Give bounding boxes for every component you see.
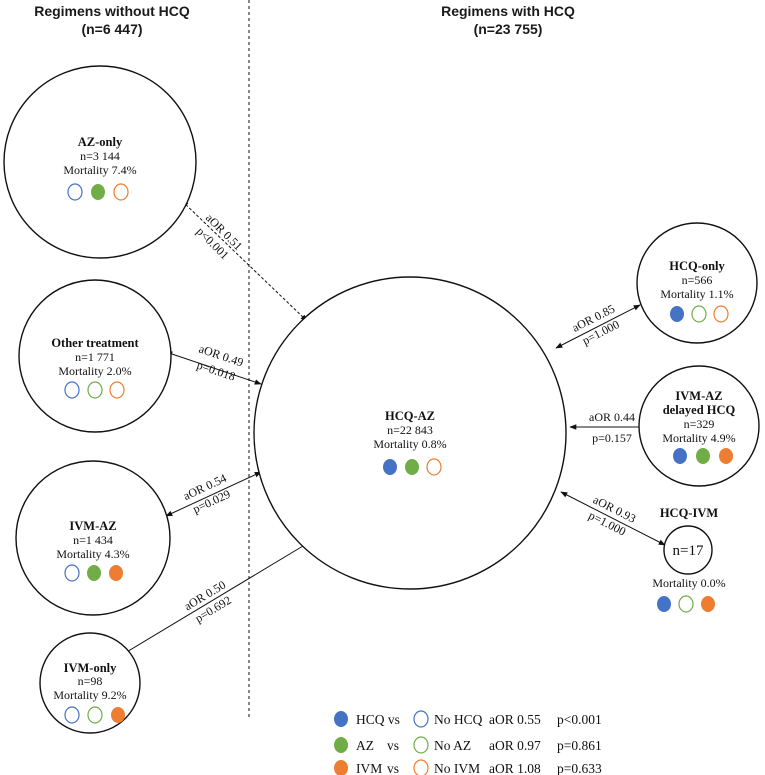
node-hcq-ivm: HCQ-IVM n=17 Mortality 0.0% — [652, 506, 726, 613]
node-hcq-only: HCQ-only n=566 Mortality 1.1% — [636, 222, 758, 344]
hcq-open-dot — [64, 564, 80, 582]
legend-ivm-neg: No IVM — [434, 761, 480, 775]
legend-az-open-dot — [413, 736, 429, 754]
hcq-az-title: HCQ-AZ — [385, 409, 435, 423]
ivm-az-mortality: Mortality 4.3% — [56, 547, 129, 561]
connector-ivm-az — [165, 471, 262, 517]
ivm-az-delayed-n: n=329 — [684, 417, 715, 431]
node-other-treatment: Other treatment n=1 771 Mortality 2.0% — [18, 279, 172, 433]
legend-ivm-open-dot — [413, 759, 429, 775]
az-open-dot — [87, 381, 103, 399]
other-title: Other treatment — [51, 336, 139, 350]
ivm-az-delayed-p: p=0.157 — [592, 431, 632, 445]
left-header-title: Regimens without HCQ — [34, 3, 190, 19]
az-only-n: n=3 144 — [80, 149, 120, 163]
legend-az-aor: aOR 0.97 — [489, 738, 541, 753]
legend: HCQ vs No HCQ aOR 0.55 p<0.001 AZ vs No … — [334, 710, 602, 775]
ivm-az-title: IVM-AZ — [69, 519, 116, 533]
node-az-only: AZ-only n=3 144 Mortality 7.4% — [3, 65, 197, 259]
ivm-only-n: n=98 — [78, 674, 103, 688]
legend-ivm-p: p=0.633 — [557, 761, 602, 775]
ivm-filled-dot — [111, 707, 125, 723]
ivm-az-delayed-title2: delayed HCQ — [663, 403, 736, 417]
connector-hcq-ivm — [560, 491, 666, 546]
az-open-dot — [691, 305, 707, 323]
legend-hcq-open-dot — [413, 710, 429, 728]
az-filled-dot — [87, 565, 101, 581]
hcq-only-mortality: Mortality 1.1% — [660, 287, 733, 301]
hcq-open-dot — [64, 706, 80, 724]
hcq-filled-dot — [657, 596, 671, 612]
legend-ivm-filled-dot — [334, 760, 348, 775]
az-open-dot — [678, 595, 694, 613]
other-n: n=1 771 — [75, 350, 115, 364]
legend-az-label: AZ — [356, 738, 374, 753]
hcq-filled-dot — [673, 448, 687, 464]
hcq-filled-dot — [670, 306, 684, 322]
hcq-ivm-title: HCQ-IVM — [660, 506, 719, 520]
hcq-az-n: n=22 843 — [387, 423, 433, 437]
right-header-count: (n=23 755) — [474, 21, 543, 37]
ivm-open-dot — [113, 183, 129, 201]
legend-az-neg: No AZ — [434, 738, 471, 753]
legend-hcq-filled-dot — [334, 711, 348, 727]
node-ivm-only: IVM-only n=98 Mortality 9.2% — [39, 632, 141, 734]
hcq-ivm-mortality: Mortality 0.0% — [652, 576, 725, 590]
az-only-mortality: Mortality 7.4% — [63, 163, 136, 177]
hcq-open-dot — [67, 183, 83, 201]
ivm-only-mortality: Mortality 9.2% — [53, 688, 126, 702]
ivm-filled-dot — [109, 565, 123, 581]
legend-az-p: p=0.861 — [557, 738, 602, 753]
right-header-title: Regimens with HCQ — [441, 3, 575, 19]
hcq-only-title: HCQ-only — [669, 259, 725, 273]
node-hcq-az: HCQ-AZ n=22 843 Mortality 0.8% — [253, 276, 567, 590]
az-filled-dot — [696, 448, 710, 464]
hcq-ivm-n: n=17 — [673, 543, 704, 559]
connector-other — [165, 351, 262, 385]
ivm-open-dot — [713, 305, 729, 323]
az-filled-dot — [91, 184, 105, 200]
ivm-az-delayed-aor: aOR 0.44 — [589, 410, 635, 424]
legend-ivm-vs: vs — [387, 761, 399, 775]
az-only-title: AZ-only — [78, 135, 123, 149]
legend-az-filled-dot — [334, 737, 348, 753]
node-ivm-az-delayed-hcq: IVM-AZ delayed HCQ n=329 Mortality 4.9% — [638, 365, 760, 487]
ivm-filled-dot — [719, 448, 733, 464]
ivm-az-n: n=1 434 — [73, 533, 113, 547]
hcq-az-mortality: Mortality 0.8% — [373, 437, 446, 451]
legend-hcq-aor: aOR 0.55 — [489, 712, 541, 727]
connector-az-only — [181, 200, 308, 322]
ivm-filled-dot — [701, 596, 715, 612]
node-ivm-az: IVM-AZ n=1 434 Mortality 4.3% — [15, 460, 171, 616]
connector-hcq-only — [555, 304, 641, 349]
connector-ivm-only — [119, 542, 309, 657]
legend-ivm-label: IVM — [356, 761, 382, 775]
legend-ivm-aor: aOR 1.08 — [489, 761, 541, 775]
ivm-az-delayed-title1: IVM-AZ — [675, 389, 722, 403]
az-open-dot — [87, 706, 103, 724]
legend-az-vs: vs — [387, 738, 399, 753]
ivm-az-delayed-mortality: Mortality 4.9% — [662, 431, 735, 445]
ivm-only-title: IVM-only — [64, 661, 118, 675]
hcq-filled-dot — [383, 459, 397, 475]
other-mortality: Mortality 2.0% — [58, 364, 131, 378]
left-header-count: (n=6 447) — [81, 21, 142, 37]
legend-hcq-neg: No HCQ — [434, 712, 483, 727]
ivm-open-dot — [426, 458, 442, 476]
hcq-only-n: n=566 — [682, 273, 713, 287]
ivm-open-dot — [109, 381, 125, 399]
legend-hcq-p: p<0.001 — [557, 712, 602, 727]
az-filled-dot — [405, 459, 419, 475]
legend-hcq-label: HCQ vs — [356, 712, 400, 727]
hcq-open-dot — [64, 381, 80, 399]
